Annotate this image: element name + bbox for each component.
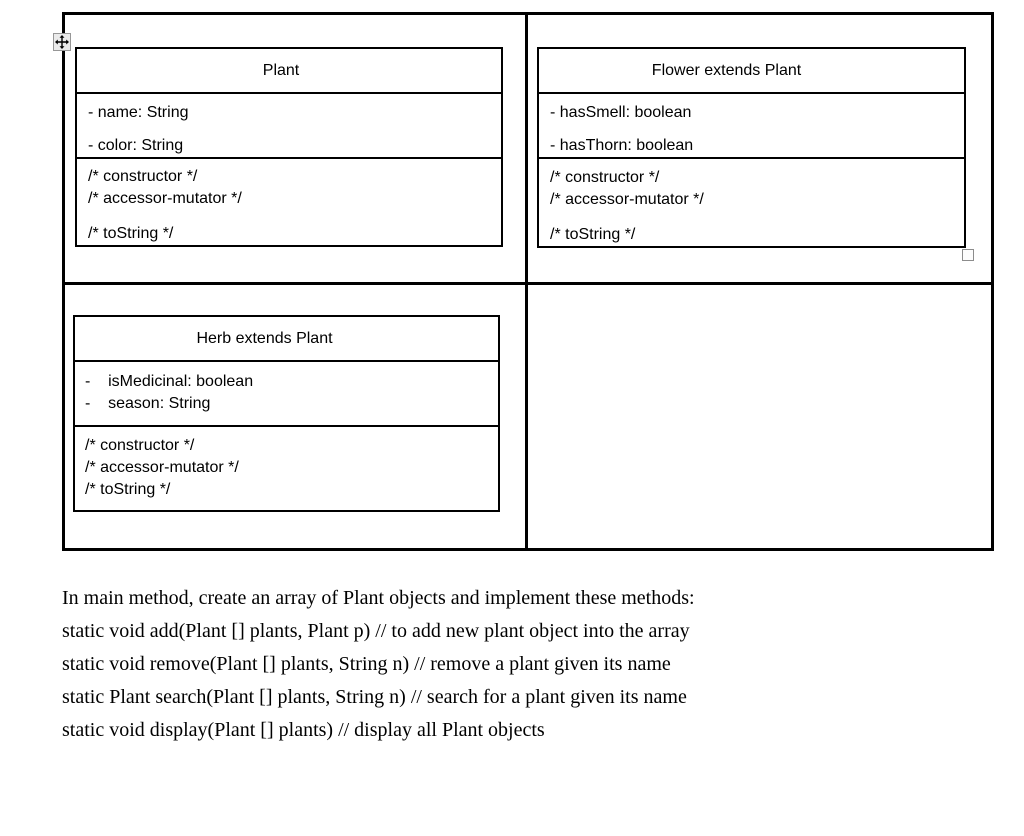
diagram-table: [62, 12, 994, 551]
blank-line: [77, 124, 501, 135]
method-line: /* constructor */: [88, 168, 198, 185]
table-move-handle[interactable]: [53, 33, 71, 51]
class-methods-flower: /* constructor */ /* accessor-mutator */…: [539, 159, 964, 246]
paragraph-line: static void display(Plant [] plants) // …: [62, 719, 545, 741]
object-resize-handle[interactable]: [962, 249, 974, 261]
paragraph-line: static void remove(Plant [] plants, Stri…: [62, 653, 671, 675]
assignment-text: In main method, create an array of Plant…: [62, 582, 822, 747]
class-methods-plant: /* constructor */ /* accessor-mutator */…: [77, 159, 501, 245]
method-line: /* constructor */: [85, 437, 195, 454]
class-title-herb: Herb extends Plant: [75, 317, 498, 362]
class-methods-herb: /* constructor */ /* accessor-mutator */…: [75, 427, 498, 501]
blank-line: [539, 124, 964, 135]
class-box-herb: Herb extends Plant - isMedicinal: boolea…: [73, 315, 500, 512]
class-title-flower: Flower extends Plant: [539, 49, 964, 94]
attribute-line: - name: String: [88, 104, 189, 121]
attribute-line: - isMedicinal: boolean: [85, 373, 254, 390]
method-line: /* toString */: [550, 226, 636, 243]
paragraph-line: static void add(Plant [] plants, Plant p…: [62, 620, 690, 642]
method-line: /* constructor */: [550, 169, 660, 186]
table-cell-herb: [65, 285, 528, 548]
class-attributes-plant: - name: String - color: String: [77, 94, 501, 159]
attribute-line: - color: String: [88, 137, 184, 154]
move-icon: [55, 35, 69, 49]
attribute-line: - hasThorn: boolean: [550, 137, 694, 154]
class-attributes-herb: - isMedicinal: boolean - season: String: [75, 362, 498, 427]
table-cell-flower: [528, 15, 991, 285]
attribute-line: - hasSmell: boolean: [550, 104, 692, 121]
paragraph-line: In main method, create an array of Plant…: [62, 587, 695, 609]
blank-line: [77, 210, 501, 223]
method-line: /* accessor-mutator */: [85, 459, 239, 476]
method-line: /* accessor-mutator */: [88, 190, 242, 207]
class-box-plant: Plant - name: String - color: String /* …: [75, 47, 503, 247]
class-box-flower: Flower extends Plant - hasSmell: boolean…: [537, 47, 966, 248]
method-line: /* toString */: [85, 481, 171, 498]
class-title-plant: Plant: [77, 49, 501, 94]
attribute-line: - season: String: [85, 395, 211, 412]
method-line: /* accessor-mutator */: [550, 191, 704, 208]
class-attributes-flower: - hasSmell: boolean - hasThorn: boolean: [539, 94, 964, 159]
table-cell-empty: [528, 285, 991, 548]
method-line: /* toString */: [88, 225, 174, 242]
blank-line: [539, 211, 964, 224]
paragraph-line: static Plant search(Plant [] plants, Str…: [62, 686, 687, 708]
table-cell-plant: [65, 15, 528, 285]
